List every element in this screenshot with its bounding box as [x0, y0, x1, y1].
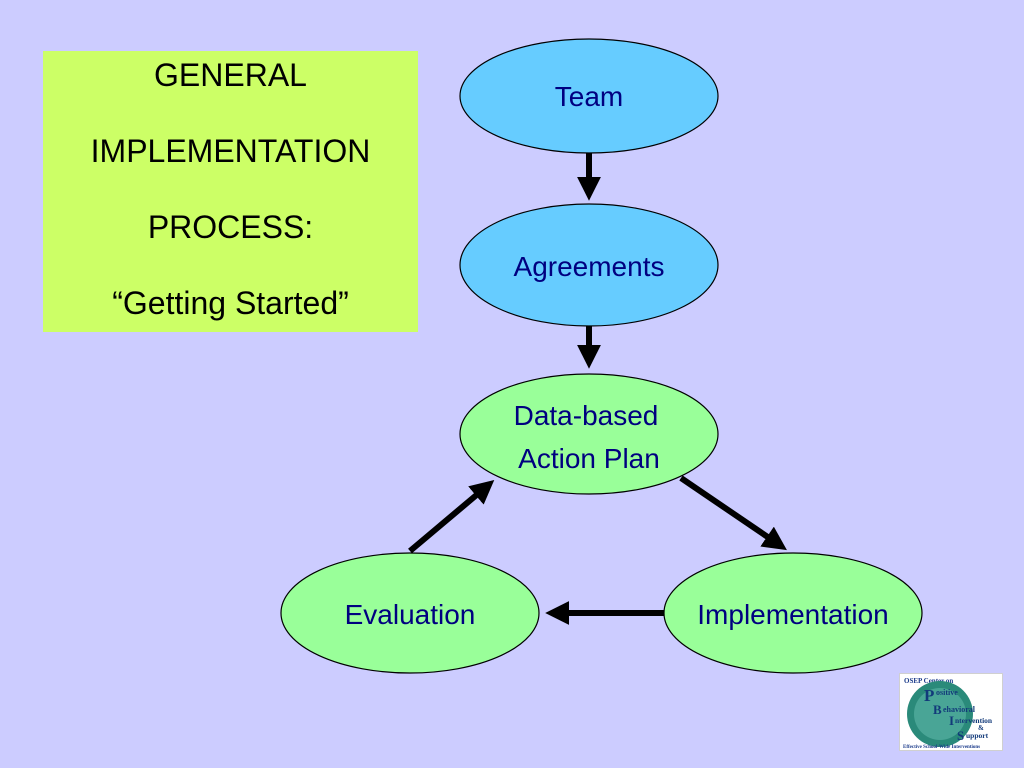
- logo-letter-p: P: [924, 686, 934, 705]
- node-action-plan: Data-based Action Plan: [459, 373, 719, 495]
- node-agreements-label: Agreements: [514, 251, 665, 282]
- logo-footer: Effective School-Wide Interventions: [903, 745, 980, 750]
- logo-ampersand: &: [978, 724, 984, 732]
- arrow-action-plan-to-implementation: [679, 475, 787, 551]
- node-action-plan-line1: Data-based: [514, 400, 659, 431]
- slide-title: GENERAL IMPLEMENTATION PROCESS: “Getting…: [91, 18, 371, 360]
- node-action-plan-line2: Action Plan: [518, 443, 660, 474]
- logo-letter-b: B: [933, 702, 942, 717]
- node-team-label: Team: [555, 81, 623, 112]
- logo-word-support: upport: [966, 731, 989, 740]
- node-implementation-label: Implementation: [697, 599, 888, 630]
- title-line-4: “Getting Started”: [112, 284, 349, 321]
- node-implementation: Implementation: [663, 552, 923, 674]
- title-line-3: PROCESS:: [147, 208, 314, 245]
- node-evaluation: Evaluation: [280, 552, 540, 674]
- pbis-logo-graphic: OSEP Center on P ositive B ehavioral I n…: [903, 677, 993, 750]
- node-agreements: Agreements: [459, 203, 719, 327]
- logo-header: OSEP Center on: [904, 677, 953, 685]
- title-line-1: GENERAL: [154, 56, 307, 93]
- logo-word-positive: ositive: [936, 688, 958, 697]
- logo-letter-i: I: [949, 713, 954, 728]
- logo-letter-s: S: [957, 728, 964, 743]
- pbis-logo: OSEP Center on P ositive B ehavioral I n…: [899, 673, 1003, 751]
- logo-word-behavioral: ehavioral: [943, 705, 976, 714]
- node-team: Team: [459, 38, 719, 154]
- node-evaluation-label: Evaluation: [345, 599, 476, 630]
- title-box: GENERAL IMPLEMENTATION PROCESS: “Getting…: [43, 51, 418, 332]
- logo-word-intervention: ntervention: [955, 716, 993, 725]
- title-line-2: IMPLEMENTATION: [90, 132, 371, 169]
- arrow-evaluation-to-action-plan: [408, 480, 495, 554]
